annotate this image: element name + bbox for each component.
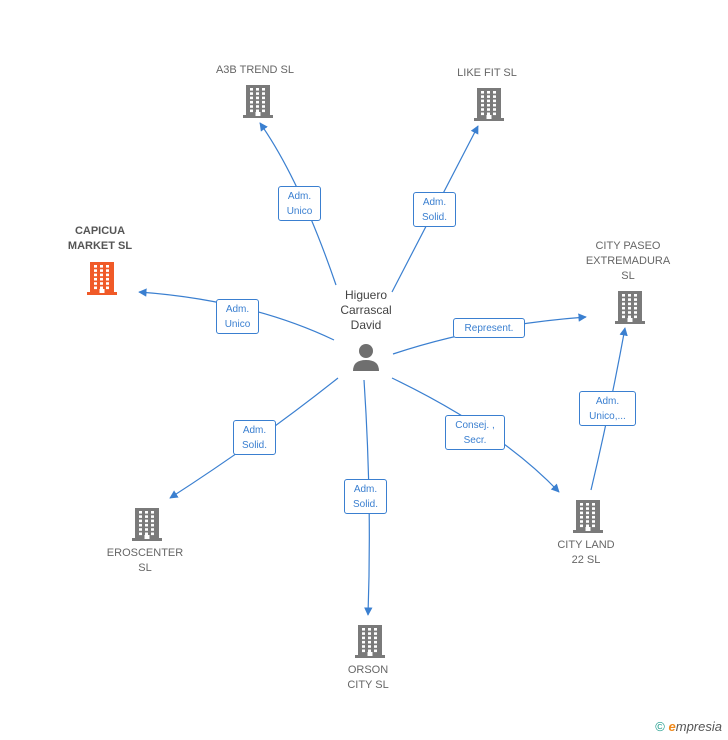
copyright-icon: © bbox=[655, 719, 665, 734]
brand-logo-e: e bbox=[668, 719, 676, 734]
relation-label-land-paseo[interactable]: Adm. Unico,... bbox=[579, 391, 636, 426]
building-icon[interactable] bbox=[473, 87, 505, 126]
company-label-cityPaseo[interactable]: CITY PASEO EXTREMADURA SL bbox=[585, 240, 671, 282]
company-label-orson[interactable]: ORSON CITY SL bbox=[347, 664, 389, 691]
relation-label-a3b[interactable]: Adm. Unico bbox=[278, 186, 321, 221]
relation-label-cityLand[interactable]: Consej. , Secr. bbox=[445, 415, 505, 450]
building-icon-highlight[interactable] bbox=[86, 261, 118, 300]
relation-label-likefit[interactable]: Adm. Solid. bbox=[413, 192, 456, 227]
company-label-cityLand[interactable]: CITY LAND 22 SL bbox=[557, 539, 615, 566]
person-name[interactable]: Higuero Carrascal David bbox=[340, 288, 392, 332]
relation-label-cityPaseo[interactable]: Represent. bbox=[453, 318, 525, 338]
building-icon[interactable] bbox=[614, 290, 646, 329]
company-label-erosc[interactable]: EROSCENTER SL bbox=[106, 547, 184, 574]
relation-label-erosc[interactable]: Adm. Solid. bbox=[233, 420, 276, 455]
company-label-likefit[interactable]: LIKE FIT SL bbox=[457, 67, 517, 79]
relation-label-orson[interactable]: Adm. Solid. bbox=[344, 479, 387, 514]
person-icon[interactable] bbox=[351, 342, 381, 372]
building-icon[interactable] bbox=[354, 624, 386, 663]
relation-label-capicua[interactable]: Adm. Unico bbox=[216, 299, 259, 334]
building-icon[interactable] bbox=[242, 84, 274, 123]
building-icon[interactable] bbox=[572, 499, 604, 538]
company-label-a3b[interactable]: A3B TREND SL bbox=[215, 64, 295, 76]
company-label-capicua[interactable]: CAPICUA MARKET SL bbox=[67, 225, 133, 252]
building-icon[interactable] bbox=[131, 507, 163, 546]
brand-footer: © empresia bbox=[655, 719, 722, 734]
brand-logo-rest: mpresia bbox=[675, 719, 722, 734]
